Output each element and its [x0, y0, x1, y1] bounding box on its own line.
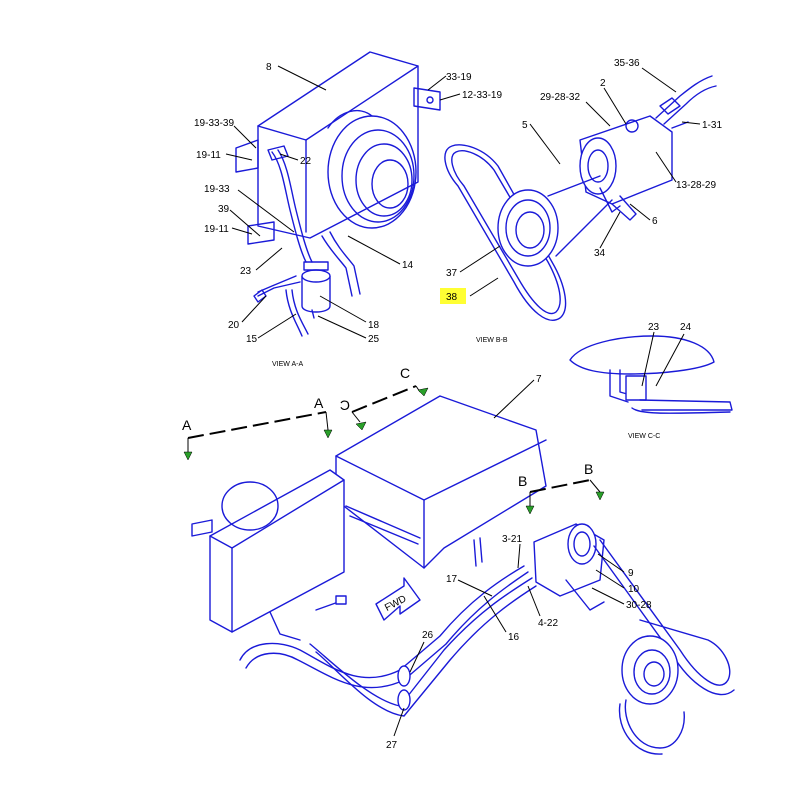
callout-25[interactable]: 25 [368, 334, 380, 345]
callout-5[interactable]: 5 [522, 120, 528, 131]
callout-6[interactable]: 6 [652, 216, 658, 227]
callout-39[interactable]: 39 [218, 204, 230, 215]
section-a-right: A [314, 395, 324, 411]
callout-14[interactable]: 14 [402, 260, 414, 271]
callout-30-28[interactable]: 30-28 [626, 600, 652, 611]
callout-27[interactable]: 27 [386, 740, 398, 751]
leader-lines [225, 65, 701, 737]
callout-7[interactable]: 7 [536, 374, 542, 385]
section-c-top: C [400, 365, 410, 381]
callout-4-22[interactable]: 4-22 [538, 618, 558, 629]
callout-19-11-b[interactable]: 19-11 [204, 224, 229, 235]
main-assembly [191, 395, 735, 755]
callout-29-28-32[interactable]: 29-28-32 [540, 92, 580, 103]
callout-19-33-39[interactable]: 19-33-39 [194, 118, 234, 129]
callout-34[interactable]: 34 [594, 248, 606, 259]
callout-35-36[interactable]: 35-36 [614, 58, 640, 69]
callout-20[interactable]: 20 [228, 320, 240, 331]
callout-3-21[interactable]: 3-21 [502, 534, 522, 545]
callout-18[interactable]: 18 [368, 320, 380, 331]
callout-26[interactable]: 26 [422, 630, 434, 641]
callout-23-c[interactable]: 23 [648, 322, 660, 333]
callout-16[interactable]: 16 [508, 632, 520, 643]
section-a-left: A [182, 417, 192, 433]
callout-38[interactable]: 38 [446, 292, 458, 303]
highlight-38 [440, 288, 466, 304]
callout-15[interactable]: 15 [246, 334, 258, 345]
view-c-label: VIEW C-C [628, 433, 660, 440]
callout-labels: 8 33-19 12-33-19 19-33-39 19-11 22 19-33… [182, 58, 722, 751]
view-a-condenser [235, 51, 441, 337]
callout-19-11-a[interactable]: 19-11 [196, 150, 221, 161]
callout-2[interactable]: 2 [600, 78, 606, 89]
callout-23[interactable]: 23 [240, 266, 252, 277]
view-a-label: VIEW A-A [272, 361, 303, 368]
callout-17[interactable]: 17 [446, 574, 458, 585]
callout-12-33-19[interactable]: 12-33-19 [462, 90, 502, 101]
callout-19-33[interactable]: 19-33 [204, 184, 230, 195]
section-c-mirror: C [340, 397, 350, 413]
callout-9[interactable]: 9 [628, 568, 634, 579]
callout-37[interactable]: 37 [446, 268, 458, 279]
callout-13-28-29[interactable]: 13-28-29 [676, 180, 716, 191]
callout-33-19[interactable]: 33-19 [446, 72, 472, 83]
callout-10[interactable]: 10 [628, 584, 640, 595]
callout-24[interactable]: 24 [680, 322, 692, 333]
section-lines [183, 385, 605, 515]
callout-22[interactable]: 22 [300, 156, 312, 167]
section-b-right: B [584, 461, 593, 477]
callout-8[interactable]: 8 [266, 62, 272, 73]
view-b-label: VIEW B-B [476, 337, 508, 344]
callout-1-31[interactable]: 1-31 [702, 120, 722, 131]
section-b-left: B [518, 473, 527, 489]
view-b-compressor [444, 75, 717, 321]
